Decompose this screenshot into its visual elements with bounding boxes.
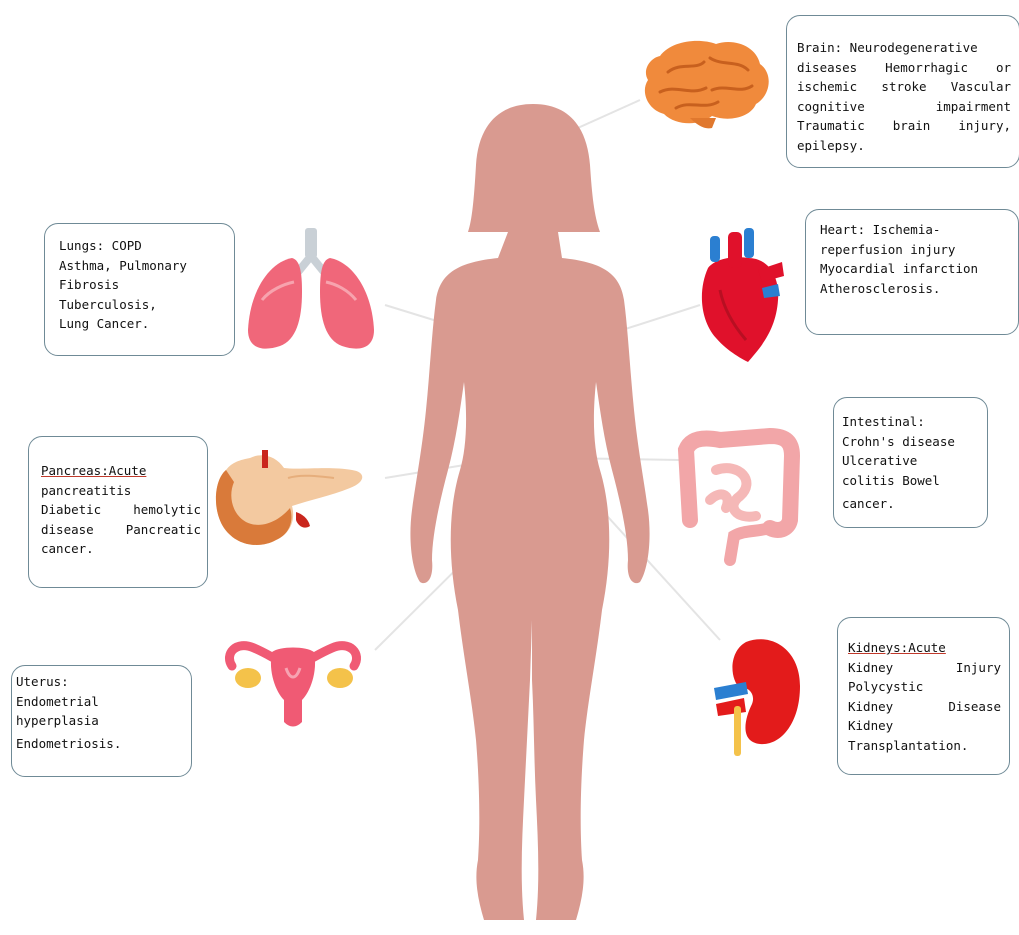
kidney-line-5: Kidney — [848, 716, 1001, 736]
lungs-line-2: Asthma, Pulmonary — [59, 256, 224, 276]
lungs-icon — [248, 228, 374, 349]
heart-icon — [702, 228, 784, 362]
brain-description-box: Brain: Neurodegenerative diseases Hemorr… — [786, 15, 1019, 168]
pancreas-line-1: Pancreas:Acute — [41, 461, 201, 481]
intestine-line-1: Intestinal: — [842, 412, 981, 432]
human-silhouette — [410, 104, 649, 920]
uterus-line-3: hyperplasia — [16, 711, 185, 731]
heart-description-box: Heart: Ischemia- reperfusion injury Myoc… — [805, 209, 1019, 335]
kidney-line-4: Kidney Disease — [848, 697, 1001, 717]
uterus-line-4: Endometriosis. — [16, 734, 185, 754]
lungs-line-1: Lungs: COPD — [59, 236, 224, 256]
brain-line-4: cognitive impairment — [797, 97, 1011, 117]
heart-line-2: reperfusion injury — [820, 240, 1010, 260]
uterus-description-box: Uterus: Endometrial hyperplasia Endometr… — [11, 665, 192, 777]
intestine-line-5: cancer. — [842, 494, 981, 514]
brain-line-3: ischemic stroke Vascular — [797, 77, 1011, 97]
heart-line-4: Atherosclerosis. — [820, 279, 1010, 299]
kidney-icon — [714, 639, 800, 756]
intestine-icon — [686, 436, 792, 560]
intestine-description-box: Intestinal: Crohn's disease Ulcerative c… — [833, 397, 988, 528]
kidney-line-3: Polycystic — [848, 677, 1001, 697]
kidney-line-6: Transplantation. — [848, 736, 1001, 756]
lungs-line-5: Lung Cancer. — [59, 314, 224, 334]
kidney-line-1: Kidneys:Acute — [848, 638, 1001, 658]
intestine-line-3: Ulcerative — [842, 451, 981, 471]
kidney-line-2: Kidney Injury — [848, 658, 1001, 678]
pancreas-line-2: pancreatitis — [41, 481, 201, 501]
kidney-description-box: Kidneys:Acute Kidney Injury Polycystic K… — [837, 617, 1010, 775]
pancreas-line-3: Diabetic hemolytic — [41, 500, 201, 520]
pancreas-line-4: disease Pancreatic — [41, 520, 201, 540]
pancreas-description-box: Pancreas:Acute pancreatitis Diabetic hem… — [28, 436, 208, 588]
uterus-icon — [229, 646, 356, 727]
uterus-line-1: Uterus: — [16, 672, 185, 692]
heart-line-1: Heart: Ischemia- — [820, 220, 1010, 240]
lungs-line-3: Fibrosis — [59, 275, 224, 295]
heart-line-3: Myocardial infarction — [820, 259, 1010, 279]
intestine-line-2: Crohn's disease — [842, 432, 981, 452]
uterus-line-2: Endometrial — [16, 692, 185, 712]
pancreas-line-5: cancer. — [41, 539, 201, 559]
lungs-line-4: Tuberculosis, — [59, 295, 224, 315]
brain-line-5: Traumatic brain injury, — [797, 116, 1011, 136]
pancreas-icon — [216, 450, 362, 545]
lungs-description-box: Lungs: COPD Asthma, Pulmonary Fibrosis T… — [44, 223, 235, 356]
intestine-line-4: colitis Bowel — [842, 471, 981, 491]
brain-line-1: Brain: Neurodegenerative — [797, 38, 1011, 58]
brain-icon — [645, 41, 769, 129]
brain-line-6: epilepsy. — [797, 136, 1011, 156]
brain-line-2: diseases Hemorrhagic or — [797, 58, 1011, 78]
